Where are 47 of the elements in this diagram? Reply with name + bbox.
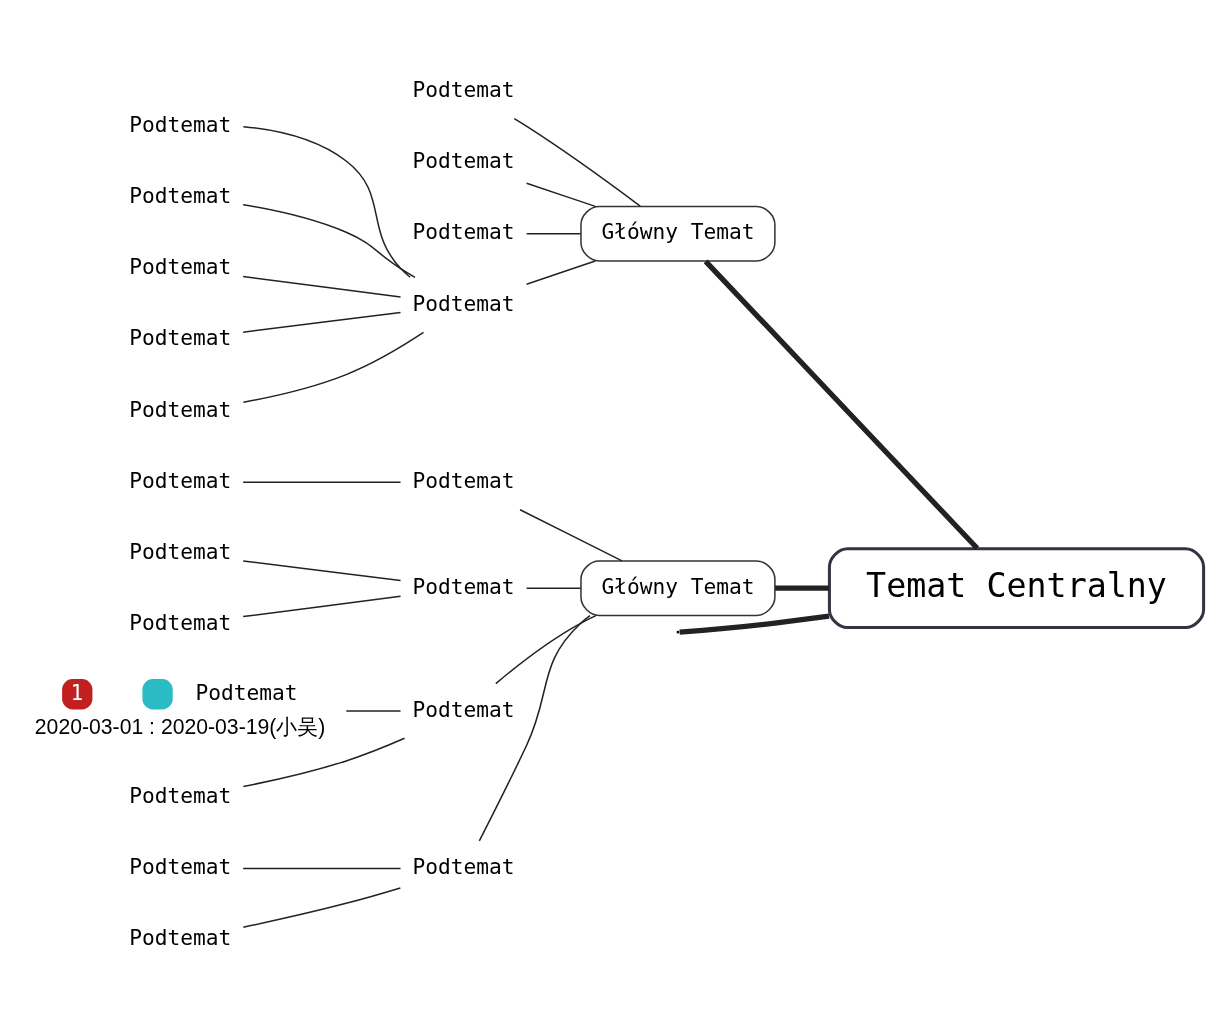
node-text: Podtemat	[412, 854, 515, 880]
node-text: Podtemat	[129, 610, 232, 636]
node-label: Podtemat	[195, 679, 298, 705]
connector	[242, 867, 402, 870]
connector	[703, 259, 980, 551]
node-text: Podtemat	[129, 467, 232, 493]
node-text: Podtemat	[412, 148, 515, 174]
node-text: Podtemat	[412, 467, 515, 493]
connector	[519, 509, 623, 562]
connector	[775, 585, 830, 591]
connector	[345, 710, 402, 712]
node-text: Podtemat	[412, 290, 515, 316]
node-label: 2020-03-01 : 2020-03-19(小吴)	[34, 714, 326, 738]
node-text: Podtemat	[412, 573, 515, 599]
node-text: Podtemat	[129, 538, 232, 564]
connector	[525, 260, 597, 285]
connector	[242, 203, 416, 279]
connector	[478, 614, 591, 842]
connector	[242, 737, 406, 788]
connector	[242, 481, 402, 483]
node-box: Główny Temat	[580, 560, 776, 617]
connector	[495, 614, 597, 685]
node-text: Podtemat	[129, 182, 232, 208]
node-text: Podtemat	[129, 325, 232, 351]
node-text: Podtemat	[412, 219, 515, 245]
connector	[513, 117, 641, 207]
connector	[242, 595, 402, 618]
node-text: Podtemat	[129, 111, 232, 137]
node-text: Podtemat	[129, 925, 232, 951]
node-text: Podtemat	[129, 854, 232, 880]
connector	[525, 182, 597, 208]
connector	[242, 311, 402, 333]
connector	[242, 125, 411, 278]
node-text: Podtemat	[129, 254, 232, 280]
node-text: Podtemat	[412, 696, 515, 722]
connector	[242, 275, 402, 298]
node-box: Główny Temat	[580, 205, 776, 262]
connector	[242, 560, 402, 582]
connector	[242, 887, 402, 928]
connector	[525, 232, 582, 235]
node-text: Podtemat	[129, 782, 232, 808]
node-text: Podtemat	[412, 76, 515, 102]
node-text: Podtemat	[129, 396, 232, 422]
connector	[525, 587, 582, 589]
connector	[679, 613, 830, 635]
node-box: Temat Centralny	[827, 547, 1206, 630]
connector	[242, 331, 425, 403]
